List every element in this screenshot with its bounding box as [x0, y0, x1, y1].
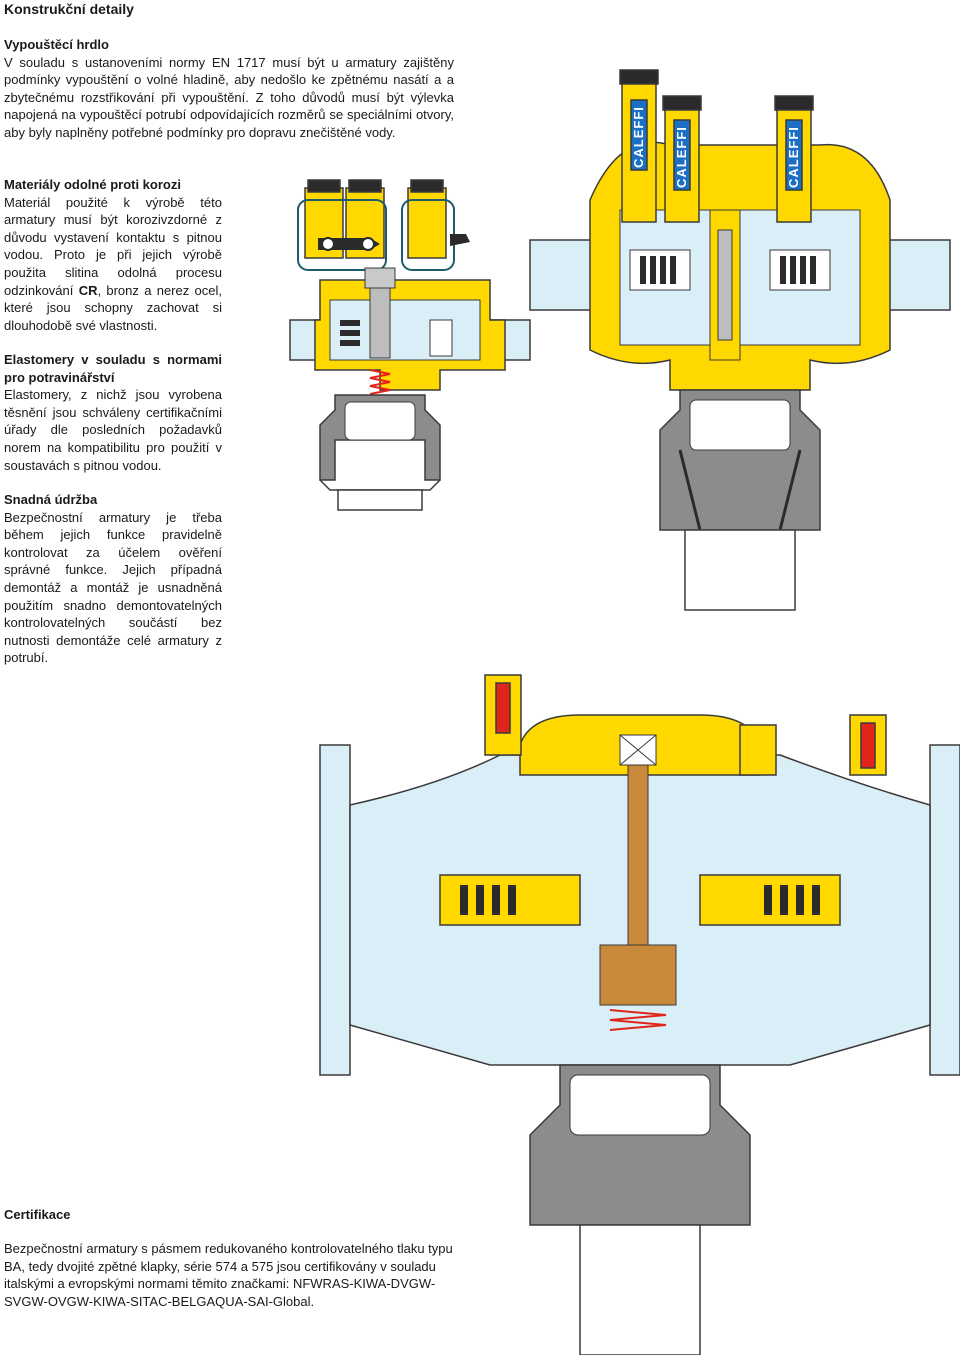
section-title: Materiály odolné proti korozi — [4, 177, 181, 192]
valve-drawing-caleffi: CALEFFI CALEFFI CALEFFI — [529, 69, 951, 611]
section-body: Bezpečnostní armatury je třeba během jej… — [4, 509, 222, 666]
section-title: Certifikace — [4, 1207, 71, 1222]
section-body: Elastomery, z nichž jsou vyrobena těsněn… — [4, 387, 222, 473]
section-snadna-udrzba: Snadná údržba Bezpečnostní armatury je t… — [4, 491, 222, 667]
page-title: Konstrukční detaily — [4, 1, 134, 17]
section-body: Bezpečnostní armatury s pásmem redukovan… — [4, 1241, 453, 1309]
valve-drawing-small — [289, 179, 531, 511]
brand-label: CALEFFI — [631, 106, 646, 168]
section-body: V souladu s ustanoveními normy EN 1717 m… — [4, 54, 454, 140]
section-title: Snadná údržba — [4, 492, 98, 507]
section-certifikace-body: Bezpečnostní armatury s pásmem redukovan… — [4, 1240, 456, 1310]
body-text: Materiál použité k výrobě této armatury … — [4, 194, 222, 298]
section-title: Elastomery v souladu s normami — [4, 351, 222, 369]
title-line: Elastomery v souladu s normami — [4, 352, 222, 367]
section-certifikace-title: Certifikace — [4, 1206, 70, 1224]
section-vypousteci-hrdlo: Vypouštěcí hrdlo V souladu s ustanovením… — [4, 36, 454, 142]
section-materialy: Materiály odolné proti korozi Materiál p… — [4, 176, 222, 334]
section-body: Materiál použité k výrobě této armatury … — [4, 194, 222, 335]
section-title: Vypouštěcí hrdlo — [4, 37, 109, 52]
valve-drawing-flanged — [319, 674, 960, 1355]
alloy-code: CR — [78, 282, 98, 298]
section-title-line2: pro potravinářství — [4, 369, 115, 385]
brand-label: CALEFFI — [674, 126, 689, 188]
brand-label: CALEFFI — [786, 126, 801, 188]
body-text: , bronz a nerez ocel, které jsou schopny… — [4, 282, 222, 333]
section-elastomery: Elastomery v souladu s normami pro potra… — [4, 351, 222, 474]
